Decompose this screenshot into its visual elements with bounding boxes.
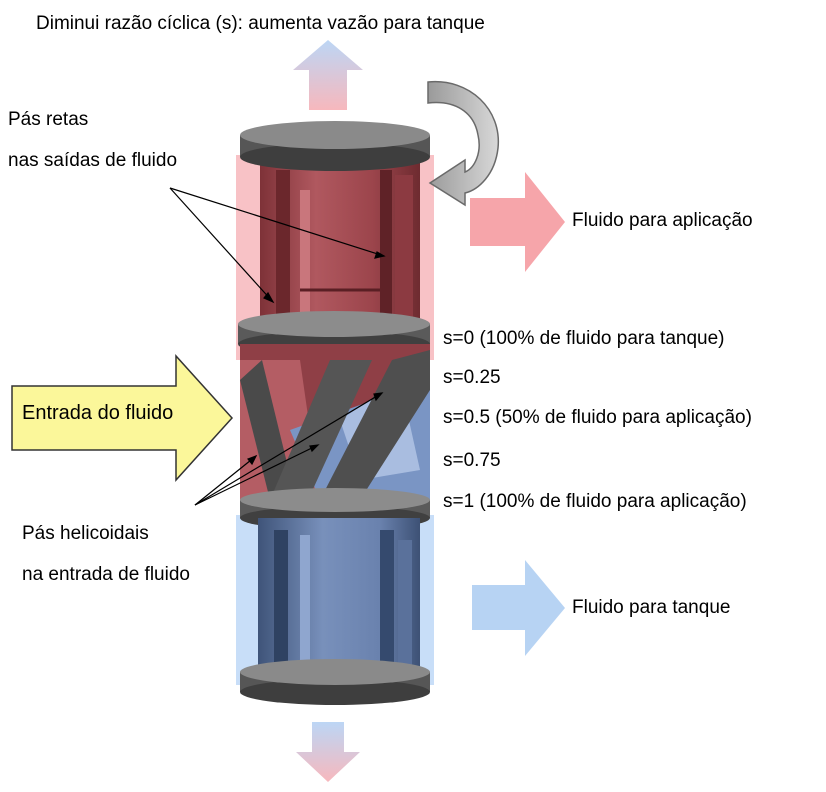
rotation-arrow-icon <box>427 80 500 207</box>
application-outlet-label: Fluido para aplicação <box>572 210 753 231</box>
helical-section <box>240 344 430 504</box>
straight-blades-label-2: nas saídas de fluido <box>8 150 178 171</box>
right-arrow-icon <box>470 172 565 272</box>
helical-blades-label-1: Pás helicoidais <box>22 523 149 544</box>
duty-level-0: s=0 (100% de fluido para tanque) <box>443 328 725 349</box>
down-arrow-icon <box>296 722 360 782</box>
top-disc <box>240 121 430 171</box>
duty-level-2: s=0.5 (50% de fluido para aplicação) <box>443 407 752 428</box>
bottom-disc <box>240 659 430 705</box>
top-caption: Diminui razão cíclica (s): aumenta vazão… <box>36 13 485 34</box>
lower-rotor <box>258 518 420 678</box>
inlet-arrow <box>11 354 234 482</box>
duty-level-4: s=1 (100% de fluido para aplicação) <box>443 491 747 512</box>
duty-level-1: s=0.25 <box>443 367 501 388</box>
duty-level-3: s=0.75 <box>443 450 501 471</box>
upper-rotor <box>260 150 420 335</box>
helical-blade-pointers <box>194 392 384 506</box>
straight-blades-label-1: Pás retas <box>8 109 89 130</box>
helical-blades-label-2: na entrada de fluido <box>22 564 190 585</box>
right-arrow-icon <box>472 560 565 656</box>
inlet-label: Entrada do fluido <box>22 402 174 424</box>
straight-blade-pointers <box>169 187 386 304</box>
up-arrow-icon <box>293 40 363 110</box>
tank-outlet-label: Fluido para tanque <box>572 597 731 618</box>
